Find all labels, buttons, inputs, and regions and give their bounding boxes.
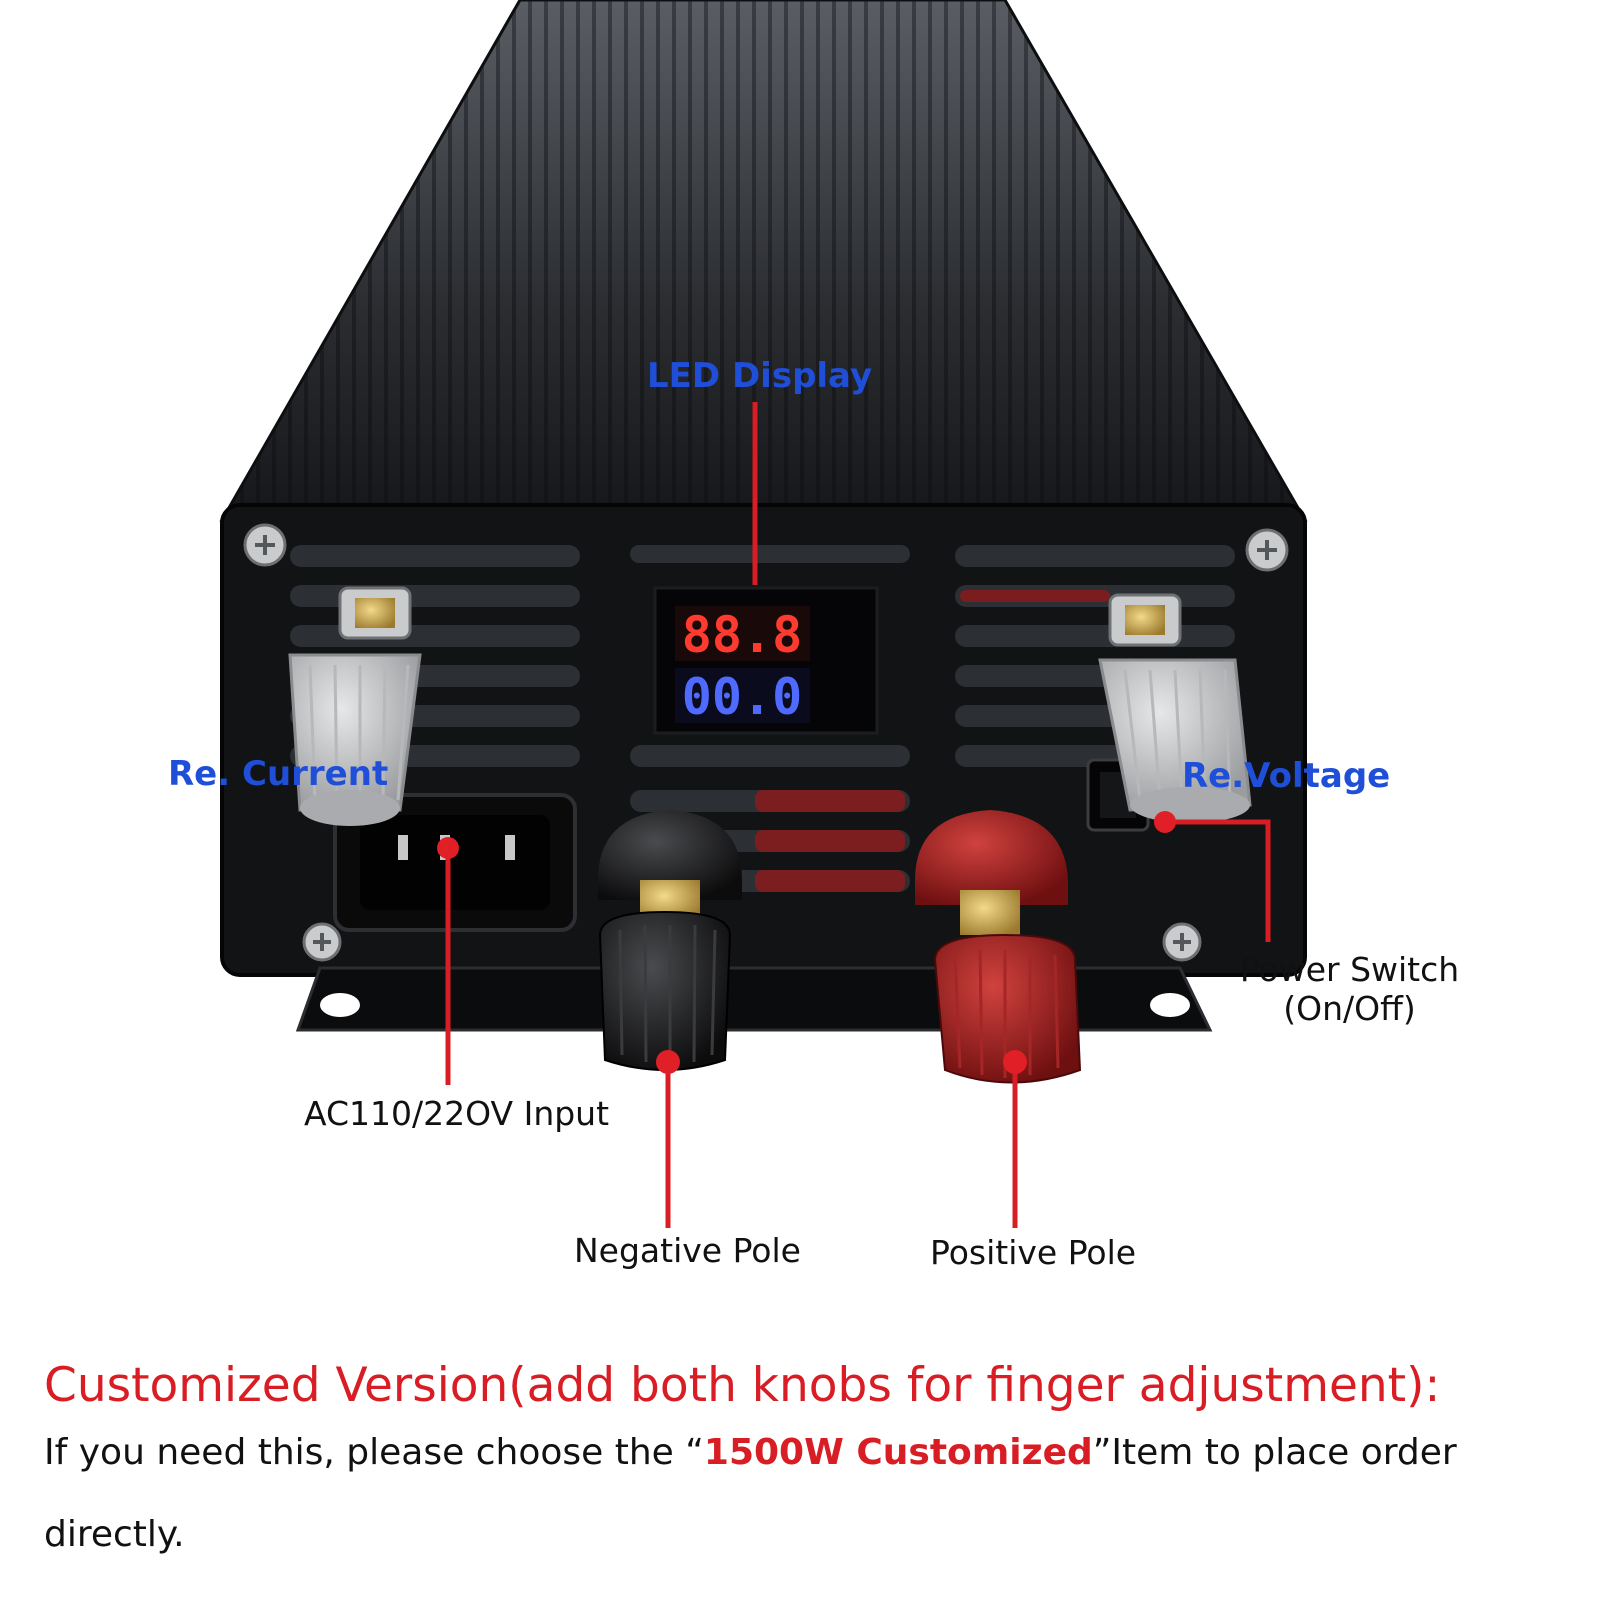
voltage-adjust-knob [1098, 593, 1252, 823]
power-switch-label: Power Switch (On/Off) [1222, 950, 1477, 1028]
callout-dots [437, 811, 1176, 1074]
led-display-label: LED Display [647, 356, 873, 396]
power-switch-label-line2: (On/Off) [1283, 989, 1416, 1028]
customized-version-headline: Customized Version(add both knobs for fi… [44, 1358, 1441, 1413]
screw-icon [1245, 528, 1289, 572]
current-adjust-knob [288, 586, 422, 826]
screw-icon [1162, 922, 1202, 962]
positive-pole-label: Positive Pole [930, 1233, 1137, 1272]
heatsink-top [219, 0, 1308, 522]
screw-icon [302, 922, 342, 962]
negative-terminal [598, 810, 742, 1071]
voltage-knob-label: Re.Voltage [1182, 756, 1391, 796]
current-knob-label: Re. Current [168, 754, 389, 794]
ac-inlet [333, 793, 577, 932]
screw-icon [243, 523, 287, 567]
order-instruction: If you need this, please choose the “150… [44, 1412, 1564, 1576]
order-instruction-after: ”Item to place order directly. [44, 1432, 1457, 1555]
power-switch-label-line1: Power Switch [1239, 950, 1460, 989]
led-readout-bottom: 00.0 [682, 668, 802, 726]
ac-input-label: AC110/22OV Input [304, 1094, 610, 1133]
order-instruction-highlight: 1500W Customized [703, 1432, 1093, 1473]
negative-pole-label: Negative Pole [574, 1231, 801, 1270]
led-readout-top: 88.8 [682, 606, 802, 664]
led-display [653, 586, 879, 735]
order-instruction-before: If you need this, please choose the “ [44, 1432, 704, 1473]
positive-terminal [915, 810, 1082, 1084]
callout-lines [445, 402, 1271, 1228]
